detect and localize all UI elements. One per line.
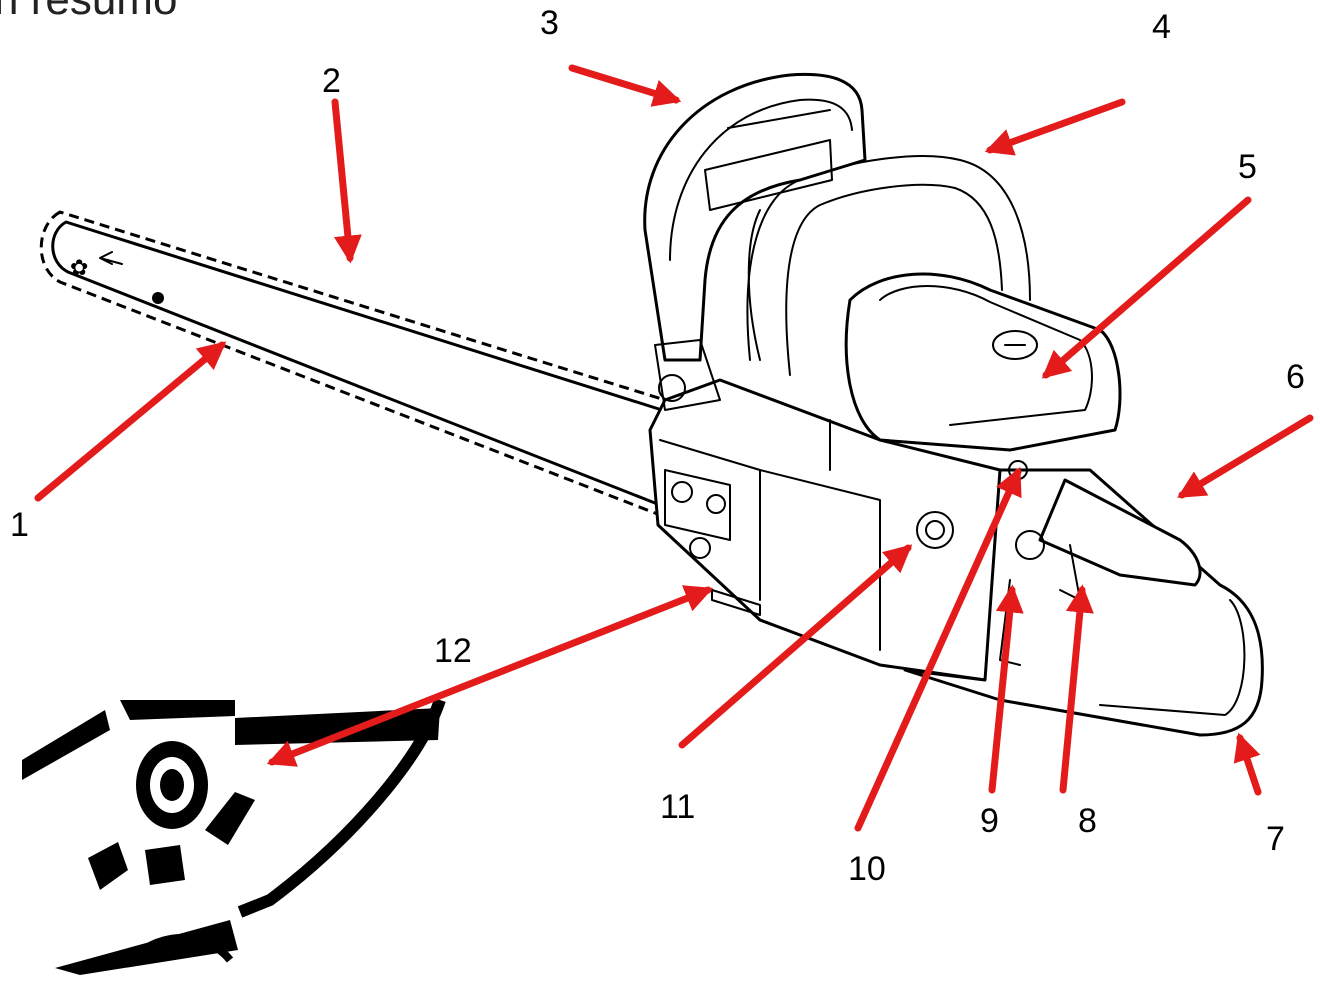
arrow-8: [1059, 584, 1094, 794]
callout-9: 9: [980, 802, 999, 840]
arrows: [34, 64, 1314, 832]
callout-12: 12: [434, 632, 472, 670]
arrow-1: [34, 341, 227, 502]
callout-6: 6: [1286, 358, 1305, 396]
callout-3: 3: [540, 4, 559, 42]
guide-bar: ✿: [39, 210, 667, 517]
engine-body: [648, 378, 1017, 682]
callout-2: 2: [322, 62, 341, 100]
svg-text:✿: ✿: [70, 256, 88, 281]
arrow-12: [266, 585, 714, 767]
arrow-3: [568, 64, 682, 107]
callout-4: 4: [1152, 8, 1171, 46]
hand-guard: [643, 72, 867, 411]
arrow-4: [984, 98, 1126, 156]
arrow-6: [1177, 414, 1314, 499]
arrow-9: [988, 584, 1024, 794]
callout-11: 11: [660, 788, 695, 826]
heading: n resumo: [0, 0, 177, 24]
arrow-10: [854, 466, 1022, 832]
callout-5: 5: [1238, 148, 1257, 186]
callout-10: 10: [848, 850, 886, 888]
top-cover: [844, 272, 1122, 480]
callout-8: 8: [1078, 802, 1097, 840]
callout-7: 7: [1266, 820, 1285, 858]
chainsaw-illustration: ✿: [22, 72, 1264, 975]
callout-1: 1: [10, 506, 29, 544]
arrow-11: [678, 544, 913, 749]
front-handle: [746, 155, 1031, 376]
arrow-2: [331, 98, 362, 264]
callout-labels: 1 2 3 4 5 6 7 8 9 10 11 12: [10, 4, 1305, 888]
arrow-5: [1041, 196, 1252, 379]
arrow-7: [1233, 732, 1262, 796]
inset-detail: [22, 698, 446, 975]
